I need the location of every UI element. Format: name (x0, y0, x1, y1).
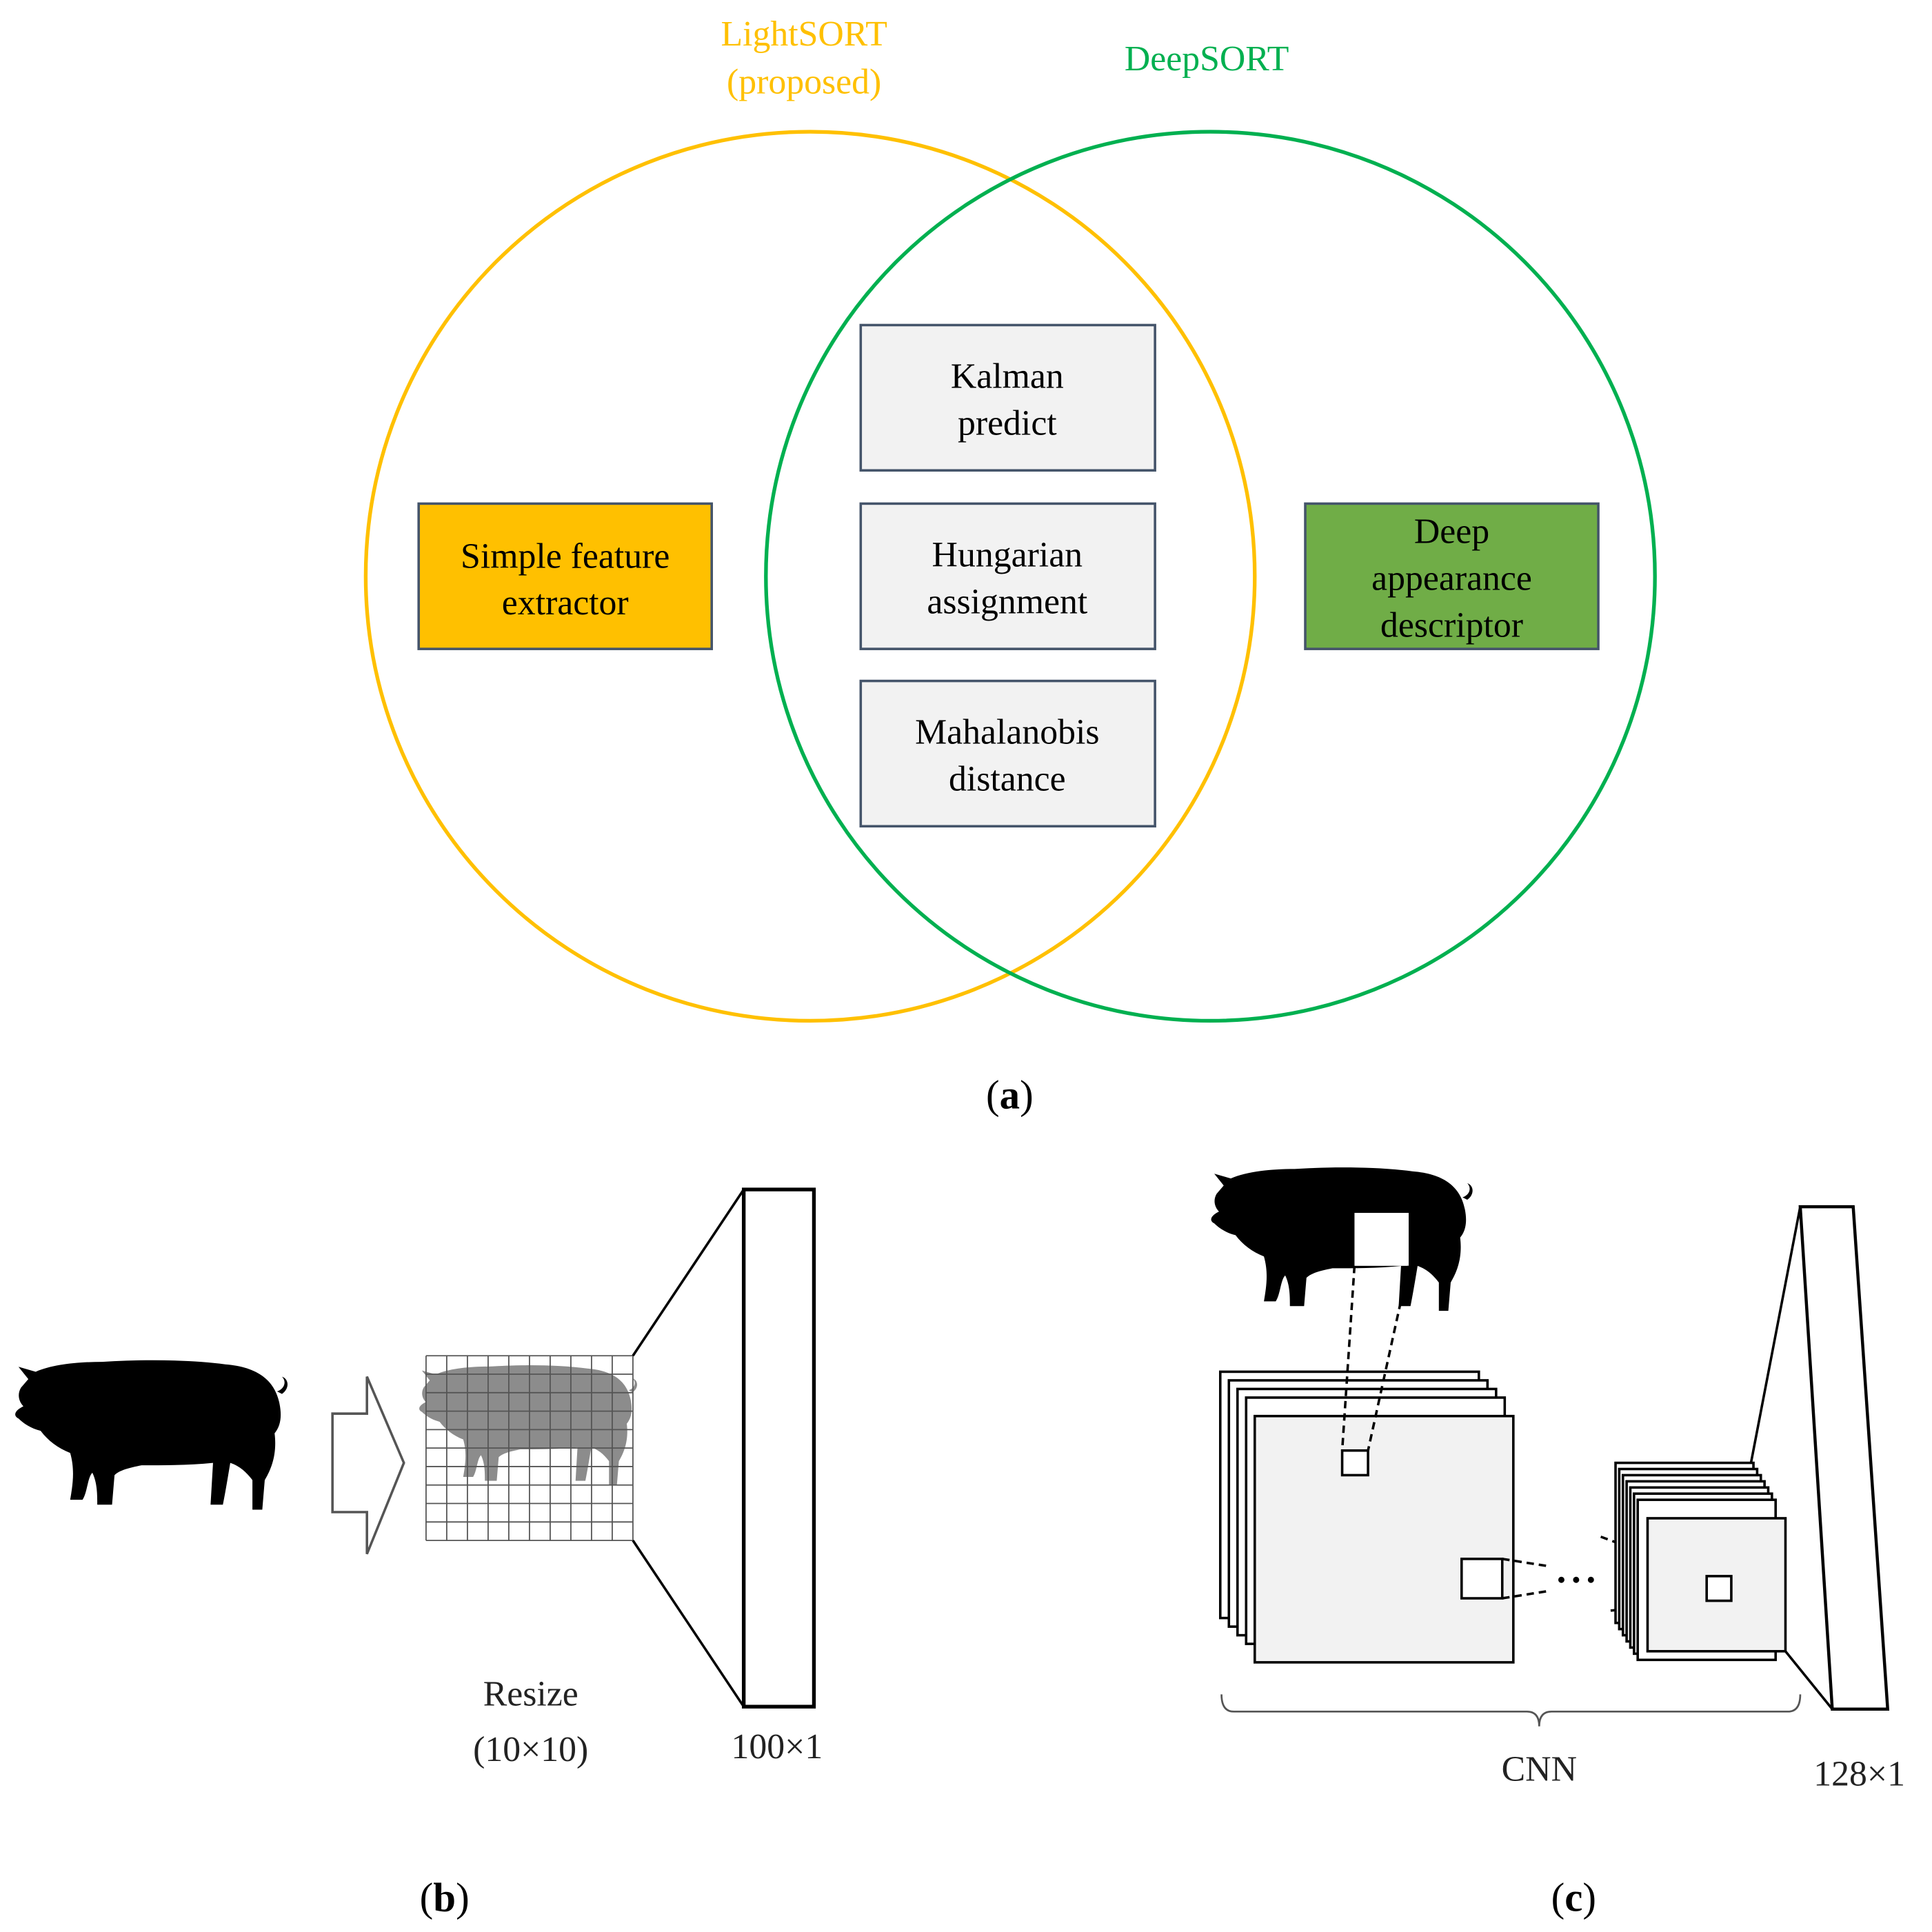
panel-c: CNN 128×1 (c) (1211, 1167, 1905, 1920)
cnn-label: CNN (1502, 1749, 1577, 1789)
feature-map-stack-1 (1218, 1370, 1515, 1664)
simple-feature-extractor-line2: extractor (502, 583, 629, 623)
conv-window-top (1340, 1449, 1369, 1477)
kalman-predict-box (859, 323, 1156, 472)
deepsort-circle (764, 130, 1657, 1023)
hungarian-assignment-line2: assignment (927, 582, 1088, 621)
fc-line-bottom (1784, 1650, 1833, 1710)
fc-line-top (1749, 1206, 1802, 1463)
vector-100-label: 100×1 (732, 1727, 823, 1767)
projection-line-top (632, 1189, 745, 1357)
lightsort-title: LightSORT (721, 14, 887, 54)
conv-window-mid (1460, 1558, 1504, 1600)
mahalanobis-distance-line2: distance (949, 760, 1066, 799)
resize-size-label: (10×10) (473, 1730, 588, 1769)
hungarian-assignment-line1: Hungarian (932, 535, 1083, 574)
lightsort-circle (363, 130, 1257, 1023)
panel-a: LightSORT (proposed) DeepSORT Simple fea… (363, 14, 1657, 1117)
panel-b: Resize (10×10) 100×1 (b) (15, 1187, 823, 1920)
pig-silhouette-b (15, 1360, 288, 1510)
hungarian-assignment-box (859, 502, 1156, 650)
receptive-window (1354, 1213, 1409, 1266)
simple-feature-extractor-box (417, 502, 714, 650)
mahalanobis-distance-line1: Mahalanobis (915, 713, 1099, 752)
caption-a: (a) (986, 1071, 1034, 1117)
ellipsis-dots (1558, 1576, 1594, 1583)
kalman-predict-line2: predict (958, 403, 1057, 443)
pig-silhouette-c (1211, 1167, 1473, 1311)
simple-feature-extractor-line1: Simple feature (461, 536, 670, 576)
deep-appearance-descriptor-box (1304, 502, 1600, 650)
deep-appearance-descriptor-line2: appearance (1371, 559, 1532, 598)
resize-label: Resize (483, 1674, 578, 1713)
feature-vector-100 (741, 1187, 816, 1709)
projection-line-bottom (632, 1540, 745, 1708)
deepsort-title: DeepSORT (1125, 39, 1289, 79)
conv-window-small (1705, 1575, 1733, 1602)
deep-appearance-descriptor-line3: descriptor (1380, 605, 1523, 645)
hollow-arrow (331, 1376, 405, 1555)
vector-128-label: 128×1 (1813, 1754, 1905, 1793)
feature-vector-128 (1798, 1205, 1890, 1711)
lightsort-subtitle: (proposed) (727, 63, 881, 102)
feature-map-stack-2 (1614, 1461, 1787, 1662)
resize-grid (425, 1355, 634, 1541)
caption-c: (c) (1551, 1875, 1596, 1920)
deep-appearance-descriptor-line1: Deep (1414, 512, 1489, 552)
kalman-predict-line1: Kalman (951, 357, 1064, 396)
cnn-brace (1220, 1694, 1802, 1727)
caption-b: (b) (420, 1875, 470, 1920)
mahalanobis-distance-box (859, 679, 1156, 828)
